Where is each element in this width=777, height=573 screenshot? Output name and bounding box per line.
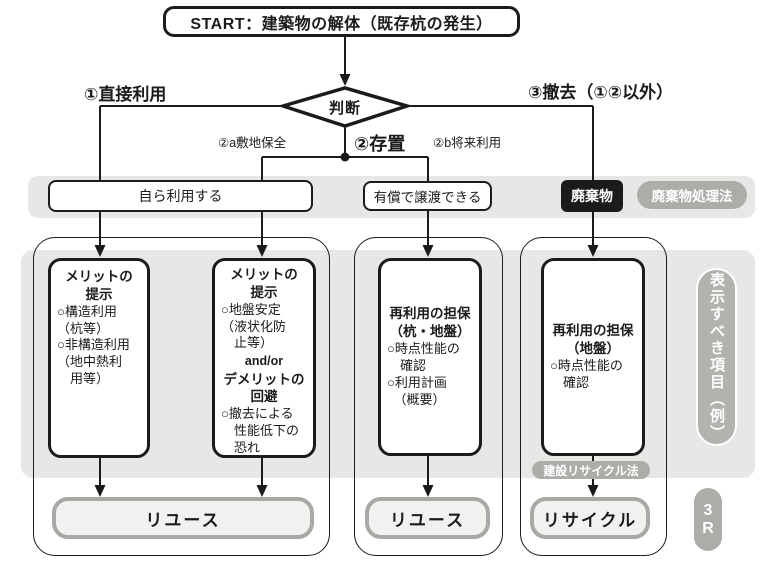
group-container-leave-in-place (354, 237, 503, 556)
branch-label-site-preservation: ②a敷地保全 (218, 136, 287, 150)
branch-label-direct-use: ①直接利用 (84, 85, 167, 104)
arrowhead-into-box3 (422, 245, 434, 257)
paid-transfer-node: 有償で譲渡できる (363, 181, 492, 211)
merit-box1-body: ○構造利用 （杭等） ○非構造利用 （地中熱利 用等） (57, 303, 130, 387)
merit-demerit-box-leave: メリットの 提示 ○地盤安定 （液状化防 止等） and/or デメリットの 回… (212, 258, 316, 458)
merit-box2-title: メリットの 提示 (230, 267, 298, 300)
box4-title: 再利用の担保 （地盤） (552, 323, 634, 357)
merit-box1-title: メリットの 提示 (65, 269, 133, 302)
arrowhead-into-reuse-mid (422, 485, 434, 497)
arrowhead-into-box4 (587, 245, 599, 257)
demerit-body: ○撤去による 性能低下の 恐れ (221, 406, 300, 455)
merit-box2-body1: ○地盤安定 （液状化防 止等） (221, 301, 287, 351)
decision-diamond (277, 86, 413, 128)
start-node: START：建築物の解体（既存杭の発生） (163, 6, 520, 37)
junction-dot (340, 152, 350, 162)
reuse-outcome-middle: リユース (365, 497, 490, 539)
recycle-outcome: リサイクル (530, 497, 650, 539)
box3-title: 再利用の担保 （杭・地盤） (389, 306, 471, 340)
branch-label-future-use: ②b将来利用 (433, 136, 502, 150)
waste-law-badge: 廃棄物処理法 (637, 181, 747, 209)
three-r-badge: 3 R (694, 488, 722, 551)
merit-box-direct-use: メリットの 提示 ○構造利用 （杭等） ○非構造利用 （地中熱利 用等） (48, 258, 150, 458)
demerit-title: デメリットの 回避 (223, 371, 305, 405)
arrowhead-into-box2 (256, 245, 268, 257)
construction-recycling-law-badge: 建設リサイクル法 (532, 461, 650, 479)
arrowhead-into-reuse-left-2 (256, 485, 268, 497)
reuse-guarantee-box-ground: 再利用の担保 （地盤） ○時点性能の 確認 (541, 258, 645, 456)
arrowhead-into-decision (339, 74, 351, 86)
group-container-direct-use (33, 237, 330, 556)
branch-label-leave-in-place: ②存置 (354, 134, 406, 154)
display-items-side-label: 表示すべき項目（例） (696, 268, 737, 446)
box3-body: ○時点性能の 確認 ○利用計画 （概要） (387, 341, 460, 407)
waste-node: 廃棄物 (561, 180, 623, 212)
arrowhead-into-recycle (587, 485, 599, 497)
box4-body: ○時点性能の 確認 (550, 357, 623, 390)
self-use-node: 自ら利用する (48, 180, 313, 212)
andor-label: and/or (244, 354, 284, 369)
group-container-removal (520, 237, 667, 556)
arrowhead-into-box1 (94, 245, 106, 257)
reuse-guarantee-box-pile-ground: 再利用の担保 （杭・地盤） ○時点性能の 確認 ○利用計画 （概要） (378, 258, 482, 456)
reuse-outcome-left: リユース (52, 497, 314, 539)
arrowhead-into-reuse-left-1 (94, 485, 106, 497)
start-label: START：建築物の解体（既存杭の発生） (190, 15, 493, 33)
branch-label-removal: ③撤去（①②以外） (528, 83, 674, 102)
decision-node-label: 判断 (328, 99, 361, 117)
